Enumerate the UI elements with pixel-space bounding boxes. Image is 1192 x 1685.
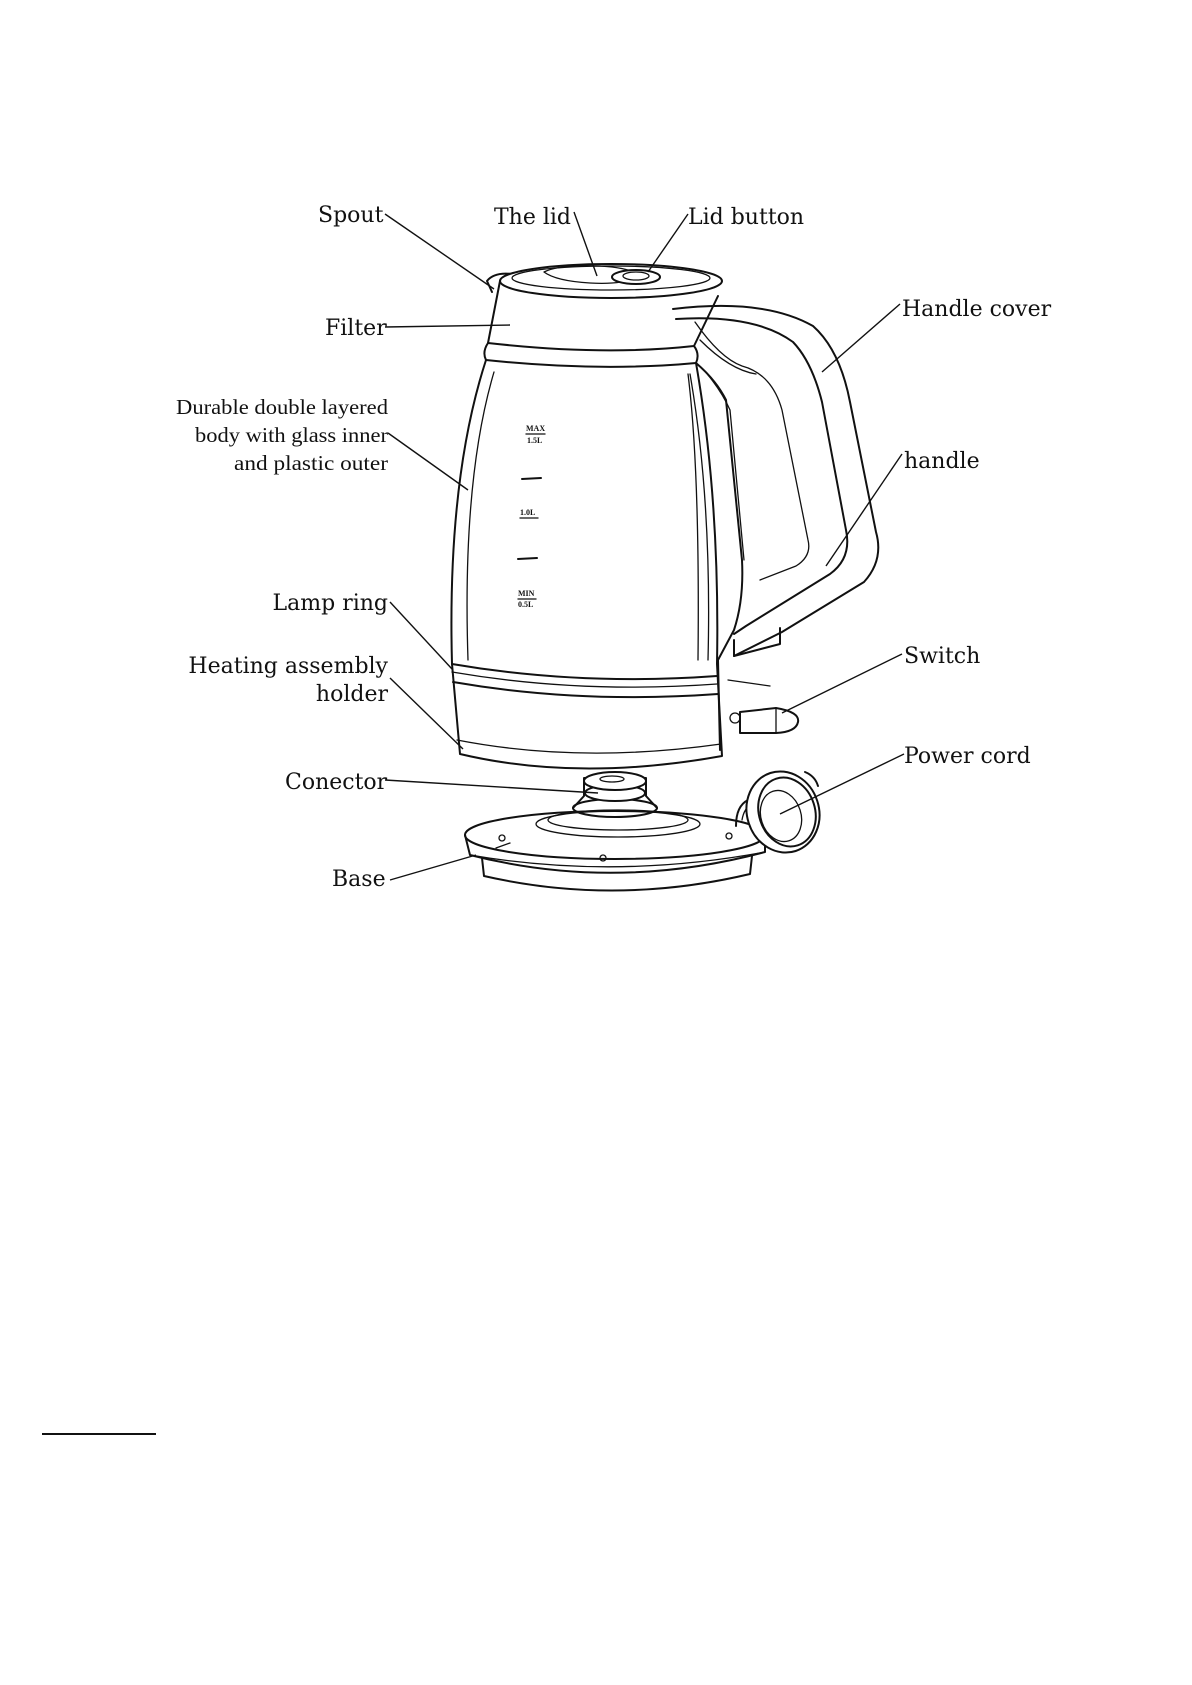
- base: [465, 810, 765, 891]
- heating-assembly-holder: [457, 740, 721, 753]
- label-handle-cover: Handle cover: [902, 297, 1052, 322]
- label-heating-line2: holder: [316, 682, 389, 707]
- footnote-separator: [42, 1433, 156, 1435]
- max-mark: MAX: [526, 424, 545, 433]
- switch: [728, 680, 798, 733]
- label-body-line1: Durable double layered: [176, 395, 389, 419]
- label-body-line3: and plastic outer: [234, 451, 388, 475]
- label-base: Base: [332, 867, 386, 892]
- label-lid-button: Lid button: [688, 205, 804, 230]
- label-switch: Switch: [904, 644, 980, 669]
- mid-volume-mark: 1.0L: [520, 508, 535, 517]
- kettle-illustration: MAX 1.5L 1.0L MIN 0.5L: [451, 264, 878, 891]
- label-lid: The lid: [494, 205, 571, 230]
- lamp-ring: [452, 664, 717, 679]
- label-body-line2: body with glass inner: [195, 423, 388, 447]
- label-spout: Spout: [318, 203, 384, 228]
- label-heating-line1: Heating assembly: [188, 654, 388, 679]
- min-mark: MIN: [518, 589, 535, 598]
- lid: [500, 264, 722, 298]
- kettle-body: [451, 360, 722, 769]
- label-connector: Conector: [285, 770, 388, 795]
- min-volume-mark: 0.5L: [518, 600, 533, 609]
- lid-button: [612, 270, 660, 284]
- level-markings: MAX 1.5L 1.0L MIN 0.5L: [518, 424, 545, 609]
- max-volume-mark: 1.5L: [527, 436, 542, 445]
- label-power-cord: Power cord: [904, 744, 1031, 769]
- label-lamp-ring: Lamp ring: [273, 591, 388, 616]
- label-filter: Filter: [325, 316, 387, 341]
- label-handle: handle: [904, 449, 980, 474]
